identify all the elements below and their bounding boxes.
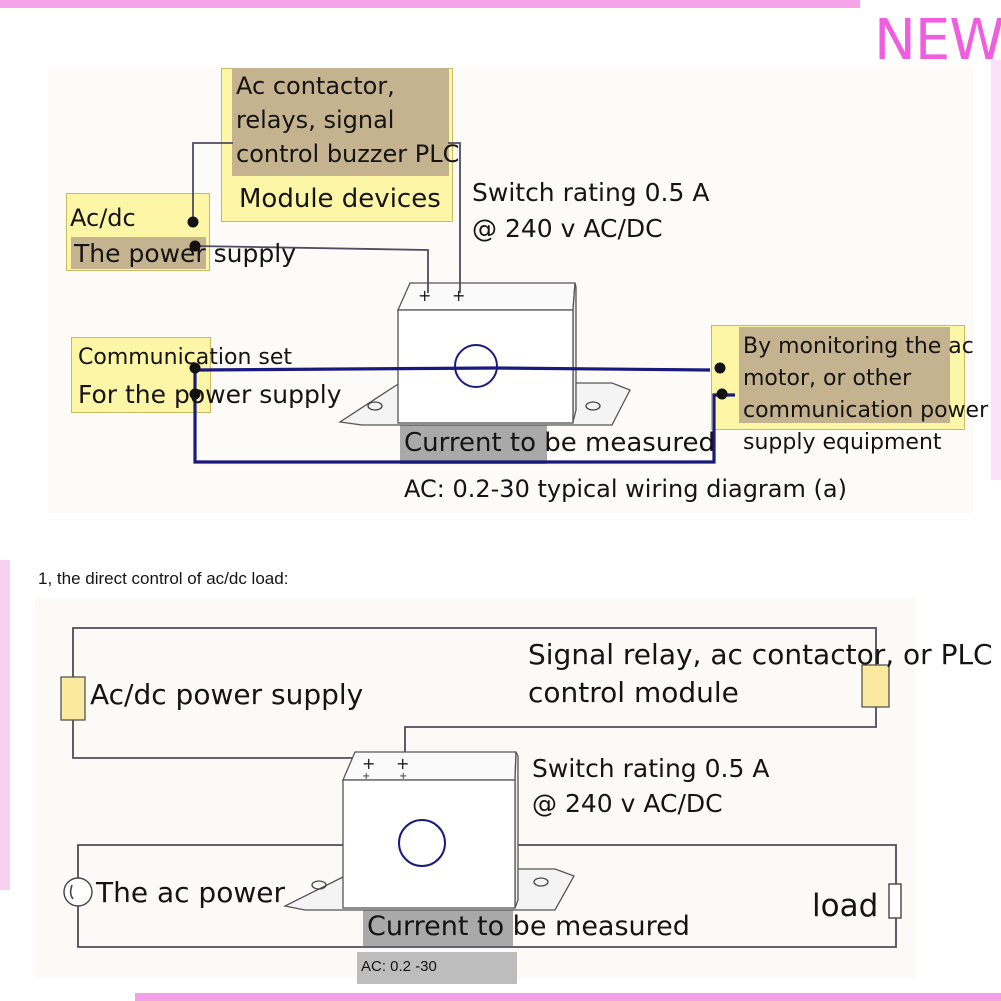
device-box-shade bbox=[232, 68, 449, 176]
current-label-a: Current to be measured bbox=[404, 428, 715, 458]
relay-symbol bbox=[861, 664, 890, 708]
section-heading: 1, the direct control of ac/dc load: bbox=[38, 569, 289, 588]
current-label-b: Current to be measured bbox=[367, 911, 690, 942]
switch-rating-b-line2: @ 240 v AC/DC bbox=[532, 789, 723, 818]
monitor-box-shade bbox=[739, 327, 950, 423]
caption-highlight-b bbox=[357, 952, 517, 984]
communication-label-line1: Communication set bbox=[78, 345, 293, 370]
switch-rating-a-line1: Switch rating 0.5 A bbox=[472, 178, 710, 207]
power-label-line2: The power supply bbox=[74, 239, 297, 268]
svg-text:+: + bbox=[396, 754, 409, 773]
switch-rating-b-line1: Switch rating 0.5 A bbox=[532, 754, 770, 783]
terminals-a bbox=[187, 216, 728, 400]
communication-label-line2: For the power supply bbox=[78, 380, 342, 409]
power-supply-label-b: Ac/dc power supply bbox=[90, 678, 364, 711]
svg-text:+: + bbox=[418, 286, 431, 305]
relay-label-line2: control module bbox=[528, 676, 739, 709]
sensor-a: + + bbox=[338, 282, 631, 426]
svg-text:+: + bbox=[452, 286, 465, 305]
switch-rating-a-line2: @ 240 v AC/DC bbox=[472, 214, 663, 243]
device-label-line3: control buzzer PLC bbox=[236, 140, 460, 168]
new-badge: NEW bbox=[874, 8, 1001, 73]
svg-text:+: + bbox=[362, 771, 370, 782]
communication-box bbox=[71, 337, 211, 413]
device-label-line4: Module devices bbox=[239, 184, 441, 214]
device-label-line2: relays, signal bbox=[236, 106, 395, 134]
power-supply-symbol bbox=[60, 676, 86, 721]
caption-a: AC: 0.2-30 typical wiring diagram (a) bbox=[404, 475, 847, 503]
monitor-label-line3: communication power bbox=[743, 398, 989, 423]
wires-a-thin bbox=[192, 142, 461, 293]
monitor-label-line2: motor, or other bbox=[743, 366, 912, 391]
svg-text:+: + bbox=[362, 754, 375, 773]
monitor-label-line1: By monitoring the ac bbox=[743, 334, 974, 359]
power-box-shade bbox=[71, 237, 206, 269]
decorative-frame-right bbox=[991, 60, 1001, 480]
relay-label-line1: Signal relay, ac contactor, or PLC bbox=[528, 638, 993, 671]
ac-power-label: The ac power bbox=[96, 876, 285, 909]
load-label: load bbox=[812, 888, 879, 924]
current-label-highlight-b bbox=[363, 908, 513, 946]
current-label-highlight bbox=[400, 424, 547, 464]
decorative-frame-left bbox=[0, 560, 10, 890]
load-resistor-symbol bbox=[888, 883, 902, 919]
device-label-line1: Ac contactor, bbox=[236, 72, 395, 100]
ac-source-symbol bbox=[63, 877, 93, 907]
monitor-label-line4: supply equipment bbox=[743, 430, 942, 455]
caption-b: AC: 0.2 -30 bbox=[361, 958, 437, 975]
decorative-frame-bottom bbox=[135, 993, 1001, 1001]
decorative-frame-top bbox=[0, 0, 860, 8]
sensor-b: + + + + bbox=[283, 751, 575, 911]
power-label-line1: Ac/dc bbox=[70, 204, 136, 232]
svg-text:+: + bbox=[399, 771, 407, 782]
